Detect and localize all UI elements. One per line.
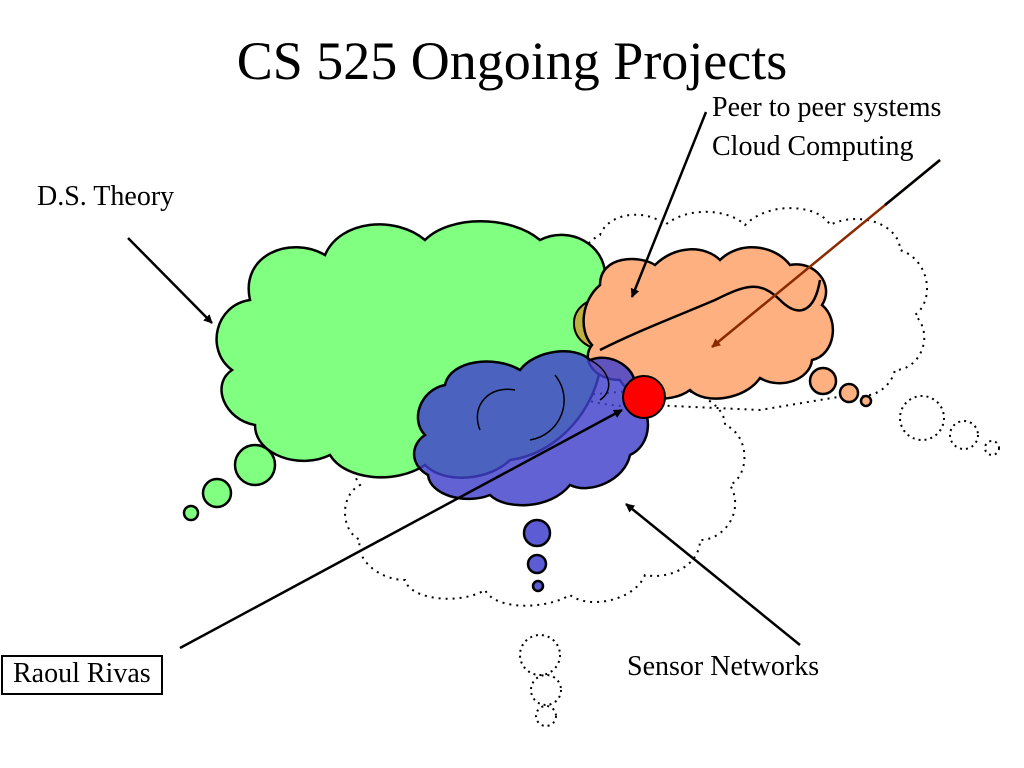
raoul-rivas-box: Raoul Rivas	[1, 655, 163, 695]
sensor-arrow	[625, 503, 801, 646]
ds-theory-bubbles	[182, 443, 277, 522]
p2p-label: Peer to peer systems	[712, 92, 942, 123]
sensor-bubbles	[522, 518, 552, 593]
p2p-bubbles	[808, 366, 873, 408]
sensor-cloud	[412, 350, 650, 507]
sensor-inner-curves	[476, 359, 610, 441]
sensor-networks-label: Sensor Networks	[627, 651, 820, 682]
dotted-thought-bubbles	[519, 395, 1000, 727]
slide-title: CS 525 Ongoing Projects	[236, 31, 788, 91]
ds-theory-arrow	[127, 237, 213, 324]
raoul-arrow	[179, 408, 623, 650]
highlight-dot	[622, 375, 666, 419]
cloud-computing-label: Cloud Computing	[712, 131, 914, 162]
cloud-computing-arrow-lead	[884, 159, 941, 206]
ds-theory-label: D.S. Theory	[37, 181, 175, 212]
p2p-wave-line	[599, 279, 822, 352]
p2p-arrow	[630, 111, 708, 298]
